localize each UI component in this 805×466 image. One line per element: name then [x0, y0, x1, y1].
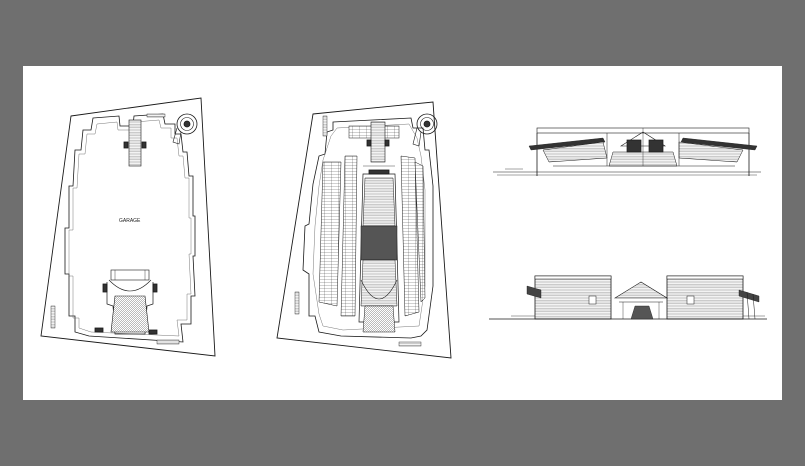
building-outline-2	[302, 117, 434, 339]
building-outline	[64, 113, 196, 343]
central-pavilion	[613, 281, 669, 299]
parking-stalls-left	[318, 161, 342, 307]
left-volume	[534, 275, 612, 320]
spiral-ramp-2	[412, 113, 438, 147]
spiral-ramp	[172, 113, 198, 145]
architectural-drawing: GARAGE	[40, 97, 767, 359]
right-volume	[666, 275, 744, 320]
drawing-sheet: GARAGE	[23, 66, 782, 400]
building-elevation	[489, 275, 767, 320]
parking-floor-plan	[276, 101, 452, 359]
garage-floor-plan: GARAGE	[40, 97, 216, 357]
garage-label: GARAGE	[119, 218, 141, 224]
building-section	[493, 127, 761, 176]
parking-stalls-right	[400, 155, 420, 317]
site-boundary-2	[276, 101, 452, 359]
site-boundary	[40, 97, 216, 357]
stair-core	[94, 269, 158, 335]
ramp-core	[128, 119, 142, 167]
